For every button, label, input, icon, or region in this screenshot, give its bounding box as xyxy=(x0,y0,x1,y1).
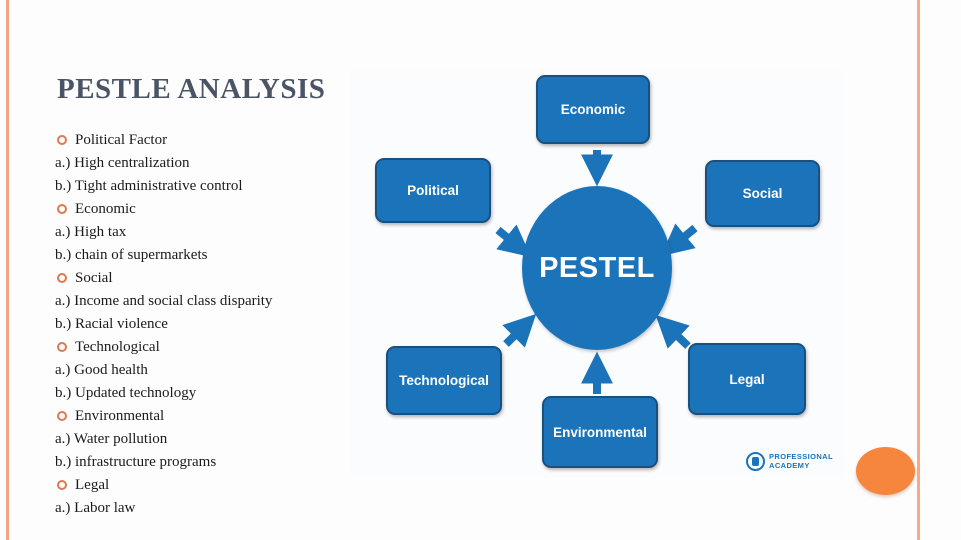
list-item: Economic xyxy=(55,198,365,221)
list-item-label: Environmental xyxy=(75,408,165,424)
list-item-label: Economic xyxy=(75,201,136,217)
diagram-box-technological: Technological xyxy=(386,346,502,415)
diagram-box-legal: Legal xyxy=(688,343,806,415)
left-edge-stripe xyxy=(6,0,9,540)
bullet-circle-icon xyxy=(57,273,67,284)
list-subitem: b.) Tight administrative control xyxy=(55,178,243,194)
list-item-label: Social xyxy=(75,270,113,286)
list-subitem: a.) High tax xyxy=(55,224,127,240)
list-subitem: a.) Labor law xyxy=(55,500,136,516)
bullet-circle-icon xyxy=(57,411,67,422)
orange-ellipse-decoration xyxy=(856,447,915,495)
list-subitem: b.) Updated technology xyxy=(55,385,197,401)
list-item: Political Factor xyxy=(55,129,365,152)
list-item-label: Legal xyxy=(75,477,110,493)
logo-line1: PROFESSIONAL xyxy=(769,452,833,461)
arrow-legal-to-center xyxy=(655,315,691,349)
logo-line2: ACADEMY xyxy=(769,461,810,470)
arrow-social-to-center xyxy=(660,223,698,257)
professional-academy-logo: PROFESSIONAL ACADEMY xyxy=(746,448,842,474)
right-edge-thin-stripe xyxy=(917,0,920,540)
pestel-diagram-image: Economic Political Social Technological … xyxy=(350,70,845,478)
diagram-box-environmental: Environmental xyxy=(542,396,658,468)
arrow-political-to-center xyxy=(495,224,532,258)
list-subitem: a.) Good health xyxy=(55,362,148,378)
list-subitem: a.) Water pollution xyxy=(55,431,168,447)
diagram-box-economic: Economic xyxy=(536,75,650,144)
bullet-circle-icon xyxy=(57,342,67,353)
bullet-circle-icon xyxy=(57,204,67,215)
diagram-box-political: Political xyxy=(375,158,491,223)
list-subitem: a.) High centralization xyxy=(55,155,190,171)
slide-title: PESTLE ANALYSIS xyxy=(57,73,326,105)
list-item: Environmental xyxy=(55,405,365,428)
list-item: Social xyxy=(55,267,365,290)
bullet-circle-icon xyxy=(57,135,67,146)
arrow-technological-to-center xyxy=(502,313,537,348)
list-subitem: b.) Racial violence xyxy=(55,316,168,332)
list-item: Technological xyxy=(55,336,365,359)
right-edge-band xyxy=(925,0,961,540)
academy-emblem-icon xyxy=(746,451,765,471)
list-subitem: a.) Income and social class disparity xyxy=(55,293,273,309)
diagram-center-circle: PESTEL xyxy=(522,186,672,350)
list-item-label: Political Factor xyxy=(75,132,168,148)
list-item: Legal xyxy=(55,474,365,497)
list-subitem: b.) infrastructure programs xyxy=(55,454,217,470)
factor-list: Political Factor a.) High centralization… xyxy=(55,129,365,520)
bullet-circle-icon xyxy=(57,480,67,491)
diagram-arrows xyxy=(495,150,698,394)
diagram-box-social: Social xyxy=(705,160,820,227)
list-subitem: b.) chain of supermarkets xyxy=(55,247,208,263)
list-item-label: Technological xyxy=(75,339,160,355)
